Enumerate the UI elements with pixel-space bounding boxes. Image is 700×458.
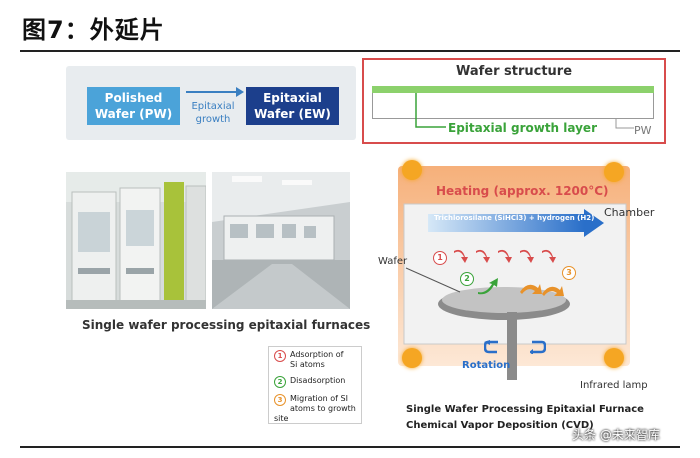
legend-text: atoms to growth site bbox=[274, 404, 356, 423]
photos-caption: Single wafer processing epitaxial furnac… bbox=[82, 318, 370, 332]
legend-num: 2 bbox=[274, 376, 286, 388]
bottom-rule bbox=[20, 446, 680, 448]
ew-label-line2: Wafer (EW) bbox=[254, 107, 331, 121]
legend-item: 2 Disadsorption bbox=[274, 376, 345, 388]
lamp-icon bbox=[604, 348, 624, 368]
growth-arrow-icon bbox=[182, 84, 246, 100]
rotation-label: Rotation bbox=[462, 360, 510, 371]
pw-label: PW bbox=[634, 124, 652, 137]
legend-text: Adsorption of bbox=[290, 350, 343, 359]
page-title: 图7：外延片 bbox=[22, 10, 165, 45]
furnace-photo-2 bbox=[212, 172, 350, 309]
growth-arrow-label: Epitaxial growth bbox=[182, 100, 244, 126]
furnace-photo-1 bbox=[66, 172, 206, 309]
top-rule bbox=[20, 50, 680, 52]
legend-text: Si atoms bbox=[290, 360, 325, 369]
polished-wafer-box: Polished Wafer (PW) bbox=[87, 87, 180, 125]
legend-item: 1 Adsorption of Si atoms bbox=[274, 350, 343, 370]
wafer-label: Wafer bbox=[378, 256, 407, 267]
epitaxial-layer bbox=[372, 86, 654, 93]
pw-leader-line bbox=[612, 118, 636, 132]
legend-item: 3 Migration of SI atoms to growth site bbox=[274, 394, 357, 424]
furnace-caption-line1: Single Wafer Processing Epitaxial Furnac… bbox=[406, 404, 644, 415]
legend-text: Migration of SI bbox=[290, 394, 348, 403]
wafer-structure-title: Wafer structure bbox=[362, 64, 666, 79]
migration-arrows-icon bbox=[518, 278, 568, 300]
gas-label: Trichlorosilane (SiHCl3) + hydrogen (H2) bbox=[434, 214, 594, 222]
rotation-right-icon bbox=[530, 340, 546, 354]
lamp-icon bbox=[402, 348, 422, 368]
legend-num: 1 bbox=[274, 350, 286, 362]
arrow-line1: Epitaxial bbox=[191, 101, 234, 112]
pw-label-line1: Polished bbox=[105, 91, 163, 105]
step-1-marker: 1 bbox=[433, 251, 447, 265]
legend-text: Disadsorption bbox=[290, 376, 345, 385]
watermark: 头条 @未来智库 bbox=[572, 426, 660, 443]
lamp-icon bbox=[604, 162, 624, 182]
epi-leader-line bbox=[410, 93, 450, 133]
disadsorption-arrow-icon bbox=[476, 276, 504, 296]
infrared-lamp-label: Infrared lamp bbox=[580, 380, 648, 391]
wafer-leader-line bbox=[404, 266, 464, 296]
furnace-caption-line2: Chemical Vapor Deposition (CVD) bbox=[406, 420, 594, 431]
legend-num: 3 bbox=[274, 394, 286, 406]
pw-label-line2: Wafer (PW) bbox=[95, 107, 172, 121]
rotation-left-icon bbox=[484, 340, 500, 354]
chamber-label: Chamber bbox=[604, 206, 654, 219]
epitaxial-wafer-box: Epitaxial Wafer (EW) bbox=[246, 87, 339, 125]
adsorption-arrows-icon bbox=[450, 247, 560, 269]
heating-label: Heating (approx. 1200°C) bbox=[436, 184, 609, 198]
ew-label-line1: Epitaxial bbox=[263, 91, 322, 105]
arrow-line2: growth bbox=[196, 114, 231, 125]
epitaxial-growth-layer-label: Epitaxial growth layer bbox=[448, 121, 597, 135]
lamp-icon bbox=[402, 160, 422, 180]
